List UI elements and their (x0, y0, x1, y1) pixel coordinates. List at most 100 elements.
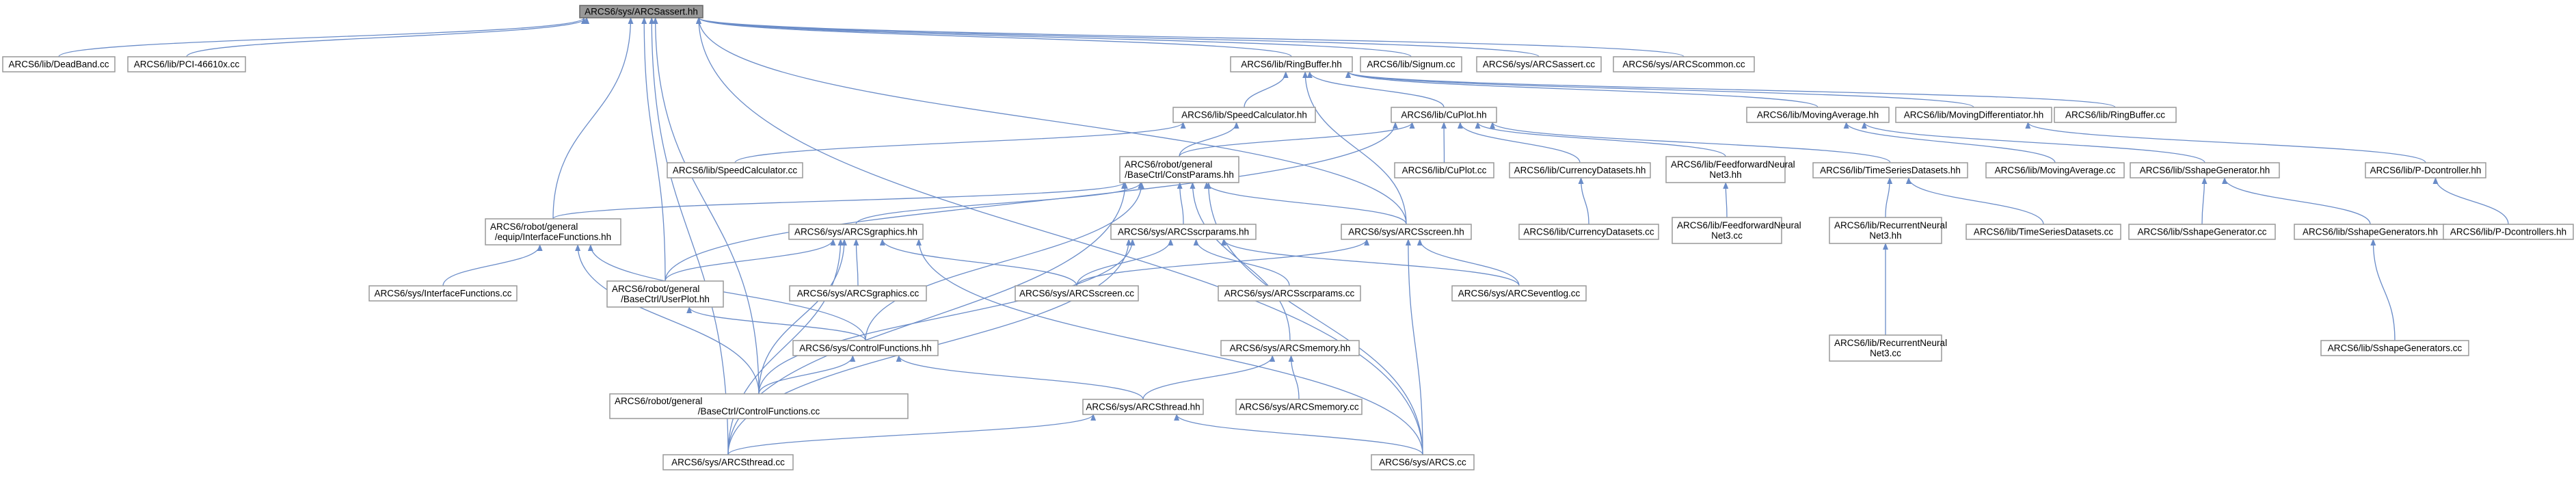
graph-node-cuplotcc[interactable]: ARCS6/lib/CuPlot.cc (1394, 162, 1494, 178)
graph-node-tsdscc[interactable]: ARCS6/lib/TimeSeriesDatasets.cc (1965, 224, 2121, 240)
node-box (1394, 162, 1494, 178)
node-label: /BaseCtrl/ConstParams.hh (1125, 170, 1234, 180)
graph-node-root[interactable]: ARCS6/sys/ARCSassert.hh (579, 5, 703, 18)
graph-node-screenhh[interactable]: ARCS6/sys/ARCSscreen.hh (1341, 224, 1472, 240)
edge-ffnnhh-to-cuplothh (1475, 122, 1726, 157)
node-box (1613, 56, 1755, 72)
edge-pdctrlcc-to-pdctrlhh (2432, 177, 2509, 225)
node-box (127, 56, 246, 72)
graph-node-scrparamscc[interactable]: ARCS6/sys/ARCSscrparams.cc (1218, 285, 1361, 302)
graph-node-sshapegenhh[interactable]: ARCS6/lib/SshapeGenerator.hh (2130, 162, 2280, 178)
graph-node-assertcc[interactable]: ARCS6/sys/ARCSassert.cc (1476, 56, 1602, 72)
graph-node-ctrlfunchh[interactable]: ARCS6/sys/ControlFunctions.hh (792, 340, 939, 356)
node-label: ARCS6/sys/ARCSscrparams.cc (1224, 289, 1355, 299)
node-label: ARCS6/sys/ARCS.cc (1379, 457, 1466, 468)
node-label: ARCS6/sys/ARCScommon.cc (1622, 59, 1745, 70)
node-box (2130, 162, 2280, 178)
graph-node-deadband[interactable]: ARCS6/lib/DeadBand.cc (2, 56, 116, 72)
graph-node-threadhh[interactable]: ARCS6/sys/ARCSthread.hh (1082, 399, 1204, 415)
edge-memoryhh-to-constparams (1190, 182, 1291, 341)
node-box (1829, 334, 1942, 362)
graph-node-currdshh[interactable]: ARCS6/lib/CurrencyDatasets.hh (1509, 162, 1651, 178)
edge-screenhh-to-root (696, 17, 1407, 225)
node-label: ARCS6/robot/general (1125, 159, 1212, 170)
graph-node-ringbufcc[interactable]: ARCS6/lib/RingBuffer.cc (2054, 107, 2177, 123)
graph-node-currdscc[interactable]: ARCS6/lib/CurrencyDatasets.cc (1518, 224, 1659, 240)
graph-node-graphicscc[interactable]: ARCS6/sys/ARCSgraphics.cc (789, 285, 927, 302)
graph-node-movdiffhh[interactable]: ARCS6/lib/MovingDifferentiator.hh (1895, 107, 2052, 123)
graph-node-ifacefunchh[interactable]: ARCS6/robot/general/equip/InterfaceFunct… (485, 218, 621, 245)
node-label: ARCS6/robot/general (612, 284, 699, 294)
edge-ifacefunchh-to-root (552, 17, 634, 220)
graph-node-sshapegenshh[interactable]: ARCS6/lib/SshapeGenerators.hh (2294, 224, 2447, 240)
node-layer: ARCS6/sys/ARCSassert.hhARCS6/lib/DeadBan… (2, 5, 2574, 470)
edge-tsdscc-to-tsdshh (1905, 177, 2044, 225)
graph-node-eventlogcc[interactable]: ARCS6/sys/ARCSeventlog.cc (1451, 285, 1587, 302)
graph-node-constparams[interactable]: ARCS6/robot/general/BaseCtrl/ConstParams… (1119, 156, 1239, 183)
node-label: /equip/InterfaceFunctions.hh (495, 232, 611, 242)
graph-node-speedcalchh[interactable]: ARCS6/lib/SpeedCalculator.hh (1172, 107, 1316, 123)
graph-node-threadcc[interactable]: ARCS6/sys/ARCSthread.cc (662, 454, 794, 470)
node-label: ARCS6/lib/Signum.cc (1367, 59, 1455, 70)
node-label: ARCS6/lib/SpeedCalculator.cc (673, 165, 798, 176)
graph-node-scrparamshh[interactable]: ARCS6/sys/ARCSscrparams.hh (1110, 224, 1257, 240)
graph-node-sshapegenscc[interactable]: ARCS6/lib/SshapeGenerators.cc (2320, 340, 2469, 356)
node-label: Net3.hh (1869, 230, 1901, 241)
graph-node-movavgcc[interactable]: ARCS6/lib/MovingAverage.cc (1985, 162, 2125, 178)
node-label: ARCS6/sys/ARCSassert.hh (585, 7, 698, 17)
node-box (1360, 56, 1462, 72)
node-box (606, 280, 724, 308)
node-box (1119, 156, 1239, 183)
node-box (1829, 217, 1942, 244)
edge-cuplothh-to-ringbufhh (1306, 71, 1445, 108)
graph-node-userplothh[interactable]: ARCS6/robot/general/BaseCtrl/UserPlot.hh (606, 280, 724, 308)
graph-node-pdctrlhh[interactable]: ARCS6/lib/P-Dcontroller.hh (2365, 162, 2486, 178)
node-box (2320, 340, 2469, 356)
node-label: ARCS6/lib/RecurrentNeural (1834, 220, 1947, 230)
graph-node-memoryhh[interactable]: ARCS6/sys/ARCSmemory.hh (1220, 340, 1360, 356)
node-box (1509, 162, 1651, 178)
edge-constparams-to-speedcalchh (1179, 122, 1239, 157)
edge-ringbufcc-to-ringbufhh (1345, 71, 2116, 108)
node-label: Net3.hh (1709, 170, 1741, 180)
node-label: ARCS6/lib/CuPlot.hh (1401, 110, 1486, 120)
edge-ffnncc-to-ffnnhh (1723, 182, 1729, 218)
graph-node-pdctrlcc[interactable]: ARCS6/lib/P-Dcontrollers.hh (2443, 224, 2574, 240)
graph-node-screencc[interactable]: ARCS6/sys/ARCSscreen.cc (1015, 285, 1139, 302)
node-label: ARCS6/lib/RingBuffer.cc (2065, 110, 2165, 120)
graph-node-signum[interactable]: ARCS6/lib/Signum.cc (1360, 56, 1462, 72)
edge-ringbufhh-to-root (696, 17, 1292, 57)
node-box (2128, 224, 2276, 240)
node-label: /BaseCtrl/ControlFunctions.cc (698, 406, 820, 416)
graph-node-ifacefunccc[interactable]: ARCS6/sys/InterfaceFunctions.cc (368, 285, 518, 302)
graph-node-tsdshh[interactable]: ARCS6/lib/TimeSeriesDatasets.hh (1812, 162, 1968, 178)
graph-node-ringbufhh[interactable]: ARCS6/lib/RingBuffer.hh (1230, 56, 1353, 72)
edge-tsdshh-to-cuplothh (1490, 122, 1891, 163)
node-box (1665, 156, 1786, 183)
graph-node-graphicshh[interactable]: ARCS6/sys/ARCSgraphics.hh (788, 224, 924, 240)
node-label: ARCS6/sys/InterfaceFunctions.cc (374, 289, 511, 299)
edge-sshapegencc-to-sshapegenhh (2201, 177, 2208, 225)
graph-node-cuplothh[interactable]: ARCS6/lib/CuPlot.hh (1391, 107, 1497, 123)
graph-node-movavghh[interactable]: ARCS6/lib/MovingAverage.hh (1746, 107, 1890, 123)
edge-signum-to-root (696, 17, 1412, 57)
node-box (2, 56, 116, 72)
graph-node-pci[interactable]: ARCS6/lib/PCI-46610x.cc (127, 56, 246, 72)
node-box (1172, 107, 1316, 123)
node-label: ARCS6/sys/ARCSscreen.hh (1348, 227, 1464, 237)
graph-node-sshapegencc[interactable]: ARCS6/lib/SshapeGenerator.cc (2128, 224, 2276, 240)
node-box (1812, 162, 1968, 178)
graph-node-memorycc[interactable]: ARCS6/sys/ARCSmemory.cc (1235, 399, 1363, 415)
edge-pdctrlhh-to-movdiffhh (2025, 122, 2426, 163)
graph-node-ctrlfunccc[interactable]: ARCS6/robot/general/BaseCtrl/ControlFunc… (609, 393, 909, 419)
edge-commoncc-to-root (696, 17, 1685, 57)
edge-arcscc-to-threadhh (1174, 414, 1423, 455)
graph-node-speedcalccc[interactable]: ARCS6/lib/SpeedCalculator.cc (667, 162, 803, 178)
edge-rnnhh-to-tsdshh (1885, 177, 1893, 218)
graph-node-arcscc[interactable]: ARCS6/sys/ARCS.cc (1371, 454, 1475, 470)
graph-node-commoncc[interactable]: ARCS6/sys/ARCScommon.cc (1613, 56, 1755, 72)
